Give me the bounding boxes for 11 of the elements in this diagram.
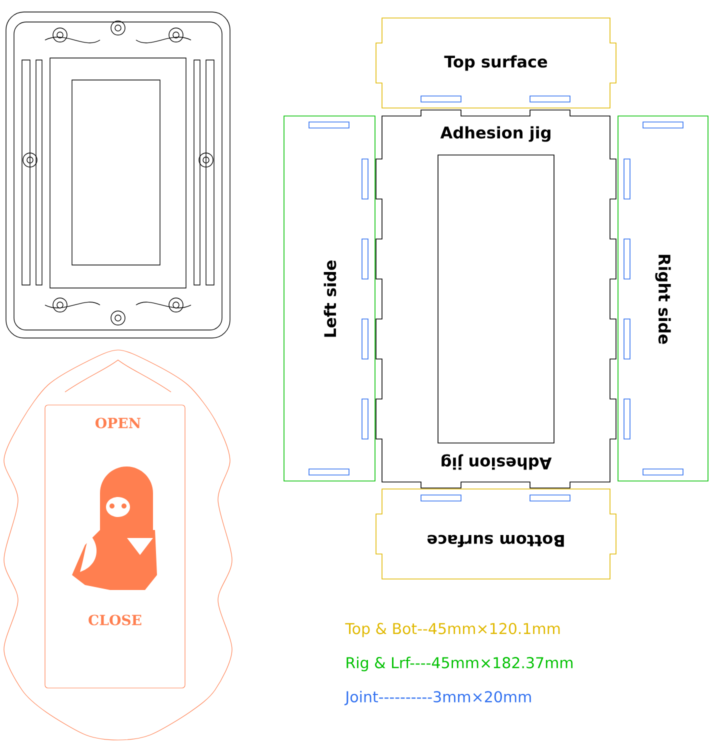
dimension-note: Joint----------3mm×20mm (344, 690, 531, 706)
panel-outline: Left side (284, 116, 376, 482)
sign-text: CLOSE (87, 614, 143, 626)
frame-drawing (6, 12, 230, 338)
dimension-note: Rig & Lrf----45mm×182.37mm (346, 656, 572, 672)
panel-outline: Right side (618, 116, 708, 482)
sign-text: OPEN (94, 416, 142, 430)
panel-outline: Bottom surface (376, 488, 616, 580)
panel-outline: Top surface (376, 18, 616, 108)
panel-outline: Adhesion jig Adhesion jig (376, 110, 616, 488)
dimension-note: Top & Bot--45mm×120.1mm (345, 622, 560, 638)
